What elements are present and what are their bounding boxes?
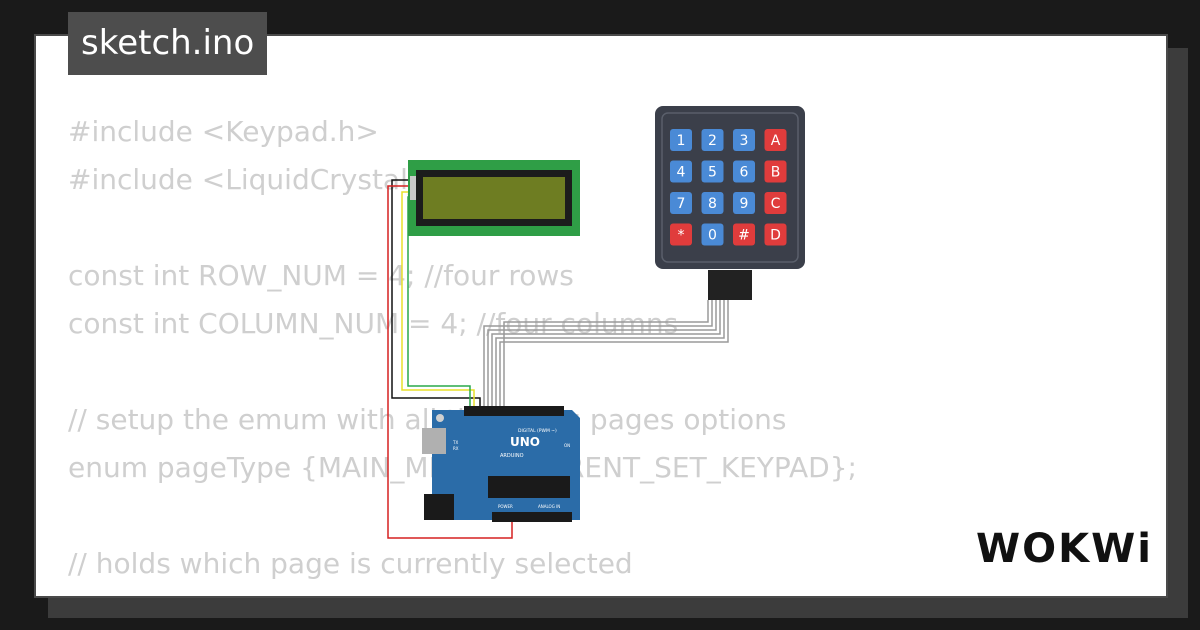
analog-header (492, 512, 572, 522)
keypad-key-label: B (771, 165, 781, 181)
keypad-key (733, 192, 755, 214)
code-line: const int COLUMN_NUM = 4; //four columns (68, 307, 679, 340)
wire-keypad-6 (503, 300, 709, 414)
wire-keypad-4 (499, 300, 729, 414)
code-block: #include <Keypad.h> #include <LiquidCrys… (68, 108, 857, 596)
keypad-key-label: 2 (708, 133, 717, 149)
keypad-key (733, 160, 755, 183)
wire-black (391, 179, 481, 414)
microcontroller-chip (488, 476, 570, 498)
keypad-key (670, 223, 692, 246)
filename-badge: sketch.ino (68, 12, 268, 75)
code-line: // holds which page is currently selecte… (68, 547, 633, 580)
lcd-display (408, 160, 580, 236)
keypad-key-label: 4 (677, 165, 686, 181)
keypad-key (701, 160, 724, 183)
keypad-key-label: 7 (677, 196, 686, 212)
keypad-keys: 1 2 3 A 4 5 6 B 7 8 9 C * 0 # D (670, 129, 787, 246)
preview-card: #include <Keypad.h> #include <LiquidCrys… (34, 34, 1168, 598)
keypad-key-label: 8 (708, 196, 717, 212)
analog-label: ANALOG IN (538, 504, 560, 509)
keypad-key (733, 129, 755, 151)
keypad-key-label: # (738, 228, 750, 244)
keypad-key (733, 223, 755, 246)
keypad-key (670, 160, 692, 183)
keypad-key-label: A (771, 133, 781, 149)
keypad-key (764, 223, 787, 246)
keypad-key-label: C (771, 196, 781, 212)
power-label: POWER (498, 504, 513, 509)
tx-label: TX (452, 440, 458, 445)
keypad-key-label: 6 (740, 165, 749, 181)
digital-header (464, 406, 564, 416)
wire-keypad-2 (491, 300, 721, 414)
wire-keypad-3 (495, 300, 725, 414)
digital-label: DIGITAL (PWM ~) (518, 428, 557, 434)
keypad: 1 2 3 A 4 5 6 B 7 8 9 C * 0 # D (655, 106, 805, 300)
wires (387, 179, 729, 539)
keypad-key-label: D (770, 228, 781, 244)
power-jack (424, 494, 454, 520)
keypad-key (670, 192, 692, 214)
arduino-brand-label: ARDUINO (500, 453, 524, 459)
keypad-key (764, 129, 787, 151)
keypad-key (764, 192, 787, 214)
wire-yellow (401, 191, 475, 414)
wire-keypad-5 (483, 300, 713, 414)
code-line: #include <Keypad.h> (68, 115, 379, 148)
on-label: ON (564, 443, 570, 448)
keypad-key-label: 5 (708, 165, 717, 181)
reset-button (436, 414, 444, 422)
arduino-board: UNO ARDUINO DIGITAL (PWM ~) POWER ANALOG… (422, 406, 580, 522)
lcd-header-pins (410, 176, 416, 200)
keypad-key-label: 0 (708, 228, 717, 244)
arduino-model-label: UNO (510, 435, 540, 449)
keypad-key (670, 129, 692, 151)
keypad-connector (708, 270, 752, 300)
lcd-screen (423, 177, 565, 219)
keypad-key-label: * (678, 228, 685, 244)
keypad-key-label: 3 (740, 133, 749, 149)
code-line: pageType currPage = MAIN_MENU; (68, 588, 857, 596)
rx-label: RX (453, 446, 459, 451)
keypad-key (764, 160, 787, 183)
keypad-frame (661, 112, 799, 263)
usb-port (422, 428, 446, 454)
wire-keypad-1 (487, 300, 717, 414)
keypad-key (701, 223, 724, 246)
keypad-key (701, 129, 724, 151)
keypad-key (701, 192, 724, 214)
keypad-key-label: 9 (740, 196, 749, 212)
wokwi-logo: WOKWi (976, 526, 1153, 572)
wire-red (387, 185, 513, 539)
keypad-key-label: 1 (677, 133, 686, 149)
